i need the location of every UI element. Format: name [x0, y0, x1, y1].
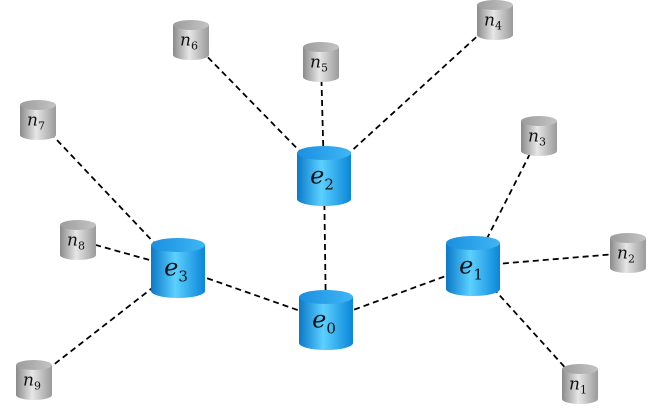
cylinder-body-n3 — [521, 121, 557, 156]
edge-server-e0: e0 — [299, 290, 353, 350]
cylinder-top-e3 — [151, 238, 205, 252]
label-subscript-e1: 1 — [473, 266, 483, 284]
cylinder-top-e1 — [446, 236, 500, 250]
label-letter-n8: n — [67, 230, 78, 250]
label-subscript-n3: 3 — [539, 136, 546, 149]
cylinder-top-n7 — [20, 100, 56, 110]
label-letter-n1: n — [569, 374, 580, 394]
label-subscript-e3: 3 — [178, 268, 188, 286]
label-letter-n3: n — [528, 126, 539, 146]
cylinder-top-n1 — [562, 364, 598, 374]
end-node-n5: n5 — [303, 42, 339, 82]
label-letter-e2: e — [310, 162, 324, 190]
link-e3-n8 — [77, 239, 179, 269]
edge-server-e2: e2 — [297, 146, 351, 206]
cylinder-top-n5 — [303, 42, 339, 52]
label-subscript-n5: 5 — [321, 62, 328, 75]
link-e2-n4 — [323, 19, 496, 177]
label-subscript-e0: 0 — [326, 320, 336, 338]
cylinder-body-n2 — [610, 238, 646, 273]
cylinder-body-e1 — [446, 243, 500, 296]
label-subscript-e2: 2 — [324, 176, 334, 194]
end-node-n1: n1 — [562, 364, 598, 404]
cylinder-body-e0 — [299, 297, 353, 350]
end-node-n6: n6 — [173, 20, 209, 60]
cylinder-top-n6 — [173, 20, 209, 30]
cylinder-body-n9 — [16, 365, 52, 400]
label-n1: n1 — [569, 374, 587, 396]
label-e3: e3 — [164, 254, 188, 286]
cylinder-top-n4 — [477, 0, 513, 10]
label-n3: n3 — [528, 126, 546, 148]
cylinder-body-n8 — [60, 225, 96, 260]
label-subscript-n2: 2 — [628, 253, 635, 266]
cylinder-top-n2 — [610, 233, 646, 243]
cylinder-top-e2 — [297, 146, 351, 160]
edge-server-e3: e3 — [151, 238, 205, 298]
label-subscript-n1: 1 — [580, 384, 587, 397]
label-subscript-n7: 7 — [38, 120, 45, 133]
label-letter-e1: e — [459, 252, 473, 280]
label-n8: n8 — [67, 230, 85, 252]
label-n6: n6 — [180, 30, 198, 52]
cylinder-body-e3 — [151, 245, 205, 298]
label-e1: e1 — [459, 252, 483, 284]
label-subscript-n4: 4 — [495, 20, 502, 33]
end-node-n9: n9 — [16, 360, 52, 400]
cylinder-body-n6 — [173, 25, 209, 60]
cylinder-body-n7 — [20, 105, 56, 140]
label-n4: n4 — [484, 10, 502, 32]
label-subscript-n6: 6 — [191, 40, 198, 53]
cylinder-top-e0 — [299, 290, 353, 304]
cylinder-body-n4 — [477, 5, 513, 40]
label-n9: n9 — [23, 370, 41, 392]
cylinder-body-n1 — [562, 369, 598, 404]
label-letter-e3: e — [164, 254, 178, 282]
label-letter-e0: e — [312, 306, 326, 334]
label-subscript-n9: 9 — [34, 380, 41, 393]
cylinder-body-e2 — [297, 153, 351, 206]
label-letter-n4: n — [484, 10, 495, 30]
label-e2: e2 — [310, 162, 334, 194]
cylinder-top-n9 — [16, 360, 52, 370]
edge-server-e1: e1 — [446, 236, 500, 296]
cylinder-body-n5 — [303, 47, 339, 82]
label-n2: n2 — [617, 243, 635, 265]
link-e1-n1 — [472, 265, 581, 385]
label-e0: e0 — [312, 306, 336, 338]
label-n5: n5 — [310, 52, 328, 74]
label-letter-n9: n — [23, 370, 34, 390]
cylinder-top-n3 — [521, 116, 557, 126]
label-letter-n2: n — [617, 243, 628, 263]
label-subscript-n8: 8 — [78, 240, 85, 253]
end-node-n3: n3 — [521, 116, 557, 156]
cylinder-top-n8 — [60, 220, 96, 230]
label-letter-n5: n — [310, 52, 321, 72]
end-node-n2: n2 — [610, 233, 646, 273]
end-node-n8: n8 — [60, 220, 96, 260]
label-letter-n7: n — [27, 110, 38, 130]
end-node-n4: n4 — [477, 0, 513, 40]
end-node-n7: n7 — [20, 100, 56, 140]
label-letter-n6: n — [180, 30, 191, 50]
label-n7: n7 — [27, 110, 45, 132]
